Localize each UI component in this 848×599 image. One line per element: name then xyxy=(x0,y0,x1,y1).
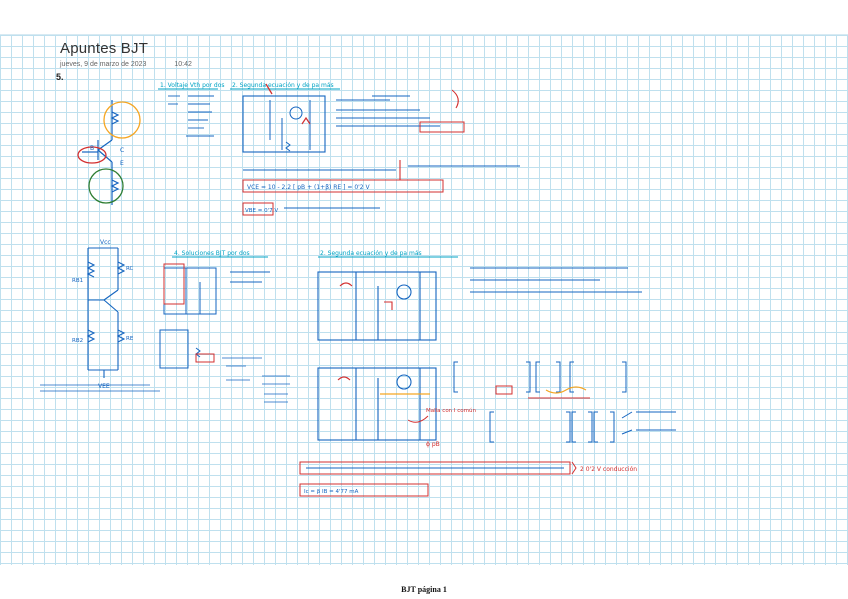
equations-right-1 xyxy=(470,267,642,293)
equation-ic: Ic = β IB = 4'77 mA xyxy=(304,489,359,495)
section-number: 5. xyxy=(56,72,64,82)
vbe-box xyxy=(242,202,274,216)
red-box-matrix xyxy=(495,385,513,395)
page-meta: jueves, 9 de marzo de 2023 10:42 xyxy=(60,61,218,68)
red-arc-r2 xyxy=(337,376,351,381)
notes-mid-2 xyxy=(222,357,290,403)
red-box-eq xyxy=(419,121,465,133)
equation-vbe: VBE = 0'7 V xyxy=(245,208,278,214)
heading-4: 2. Segunda ecuación y de pa más xyxy=(320,250,422,257)
circuit-bottom-left xyxy=(86,247,126,378)
vce-box-bottom xyxy=(299,461,571,475)
ic-box-bottom xyxy=(299,483,429,497)
red-arc-r1 xyxy=(339,282,353,287)
red-arrow-result xyxy=(571,461,577,475)
red-arrow-top xyxy=(265,83,273,95)
notes-col-1 xyxy=(168,95,214,137)
equation-long-top xyxy=(243,165,520,171)
circuit-right-1 xyxy=(317,271,437,341)
label-e: E xyxy=(120,160,124,167)
matrix-1 xyxy=(453,361,627,393)
equations-top-right xyxy=(336,95,440,127)
label-rb2: RB2 xyxy=(72,338,83,344)
label-vee: VEE xyxy=(98,383,110,390)
label-rb1: RB1 xyxy=(72,278,83,284)
circuit-top-details xyxy=(269,100,311,152)
red-hook-r1 xyxy=(384,301,393,310)
label-rc: RC xyxy=(126,266,134,272)
heading-2: 2. Segunda ecuación y de pa más xyxy=(232,82,334,89)
page-time: 10:42 xyxy=(174,61,192,68)
equation-vce: VCE = 10 - 2,2 [ pB + (1+β) RE ] = 0'2 V xyxy=(247,184,371,191)
orange-wave-matrix xyxy=(545,386,587,394)
annotation-result: 2 0'2 V conducción xyxy=(580,466,637,473)
page-title: Apuntes BJT xyxy=(60,40,149,57)
orange-loop xyxy=(103,101,141,139)
page-date: jueves, 9 de marzo de 2023 xyxy=(60,61,147,68)
red-bracket-top xyxy=(399,160,404,181)
notebook-grid xyxy=(0,34,848,565)
circuit-mid-2 xyxy=(159,329,201,369)
label-re: RE xyxy=(126,336,134,342)
notes-bottom-left xyxy=(40,384,160,392)
heading-1: 1. Voltaje Vth por dos xyxy=(160,82,225,89)
heading-3: 4. Soluciones BJT por dos xyxy=(174,250,250,257)
label-vcc: Vcc xyxy=(100,239,111,246)
red-loop xyxy=(77,146,107,164)
circuit-box-top xyxy=(242,95,326,153)
label-b: B xyxy=(90,145,94,152)
circuit-mid-1 xyxy=(163,267,217,315)
matrix-2 xyxy=(489,411,676,443)
transistor-sketch-top xyxy=(82,100,120,205)
annotation-phi: ϕ pB xyxy=(426,441,440,448)
label-c: C xyxy=(120,147,124,154)
red-rect-mid xyxy=(163,263,185,305)
notes-mid-1 xyxy=(230,271,270,283)
green-loop xyxy=(88,168,124,204)
red-box-mid2 xyxy=(195,353,215,363)
annotation-malla: Malla con I común xyxy=(426,407,477,414)
red-arrow-mid xyxy=(301,116,311,125)
circuit-right-2 xyxy=(317,367,437,441)
red-curve-eq xyxy=(451,89,459,109)
red-curve-r2 xyxy=(407,415,429,423)
page-footer: BJT página 1 xyxy=(401,585,447,594)
vce-box xyxy=(242,179,444,193)
